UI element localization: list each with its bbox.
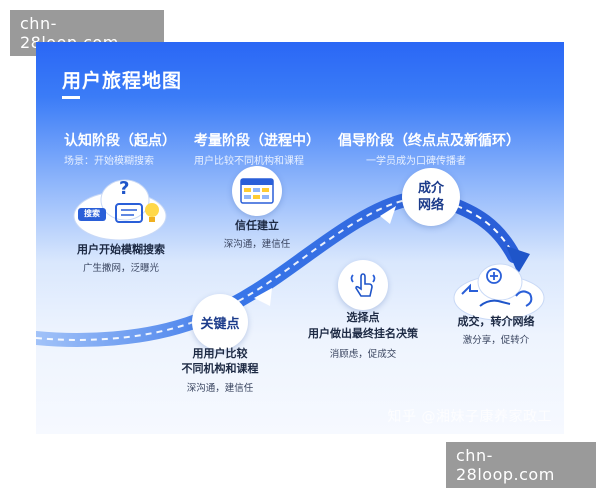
stage-heading-consideration: 考量阶段（进程中） — [194, 133, 320, 149]
journey-map-panel: 用户旅程地图 认知阶段（起点） 场景：开始模糊搜索 考量阶段（进程中） 用户比较… — [36, 42, 564, 434]
key-point-label: 关键点 — [200, 316, 240, 332]
stage-heading-awareness: 认知阶段（起点） — [64, 133, 176, 149]
trust-sub: 深沟通，建信任 — [223, 239, 291, 250]
key-point-circle: 关键点 — [192, 294, 248, 350]
credit-watermark: 知乎 @湘妹子康养家政工 — [387, 409, 552, 425]
choice-decision: 用户做出最终挂名决策 — [308, 327, 418, 340]
search-cloud-icon: 搜索 ? — [70, 176, 170, 244]
stage-heading-advocacy: 倡导阶段（终点点及新循环） — [338, 133, 520, 149]
network-line-2: 网络 — [417, 198, 444, 213]
title-underline — [62, 96, 80, 99]
schedule-table-icon — [232, 166, 282, 216]
search-badge: 搜索 — [84, 209, 100, 218]
key-main-2: 不同机构和课程 — [181, 362, 259, 375]
deal-label: 成交，转介网络 — [457, 315, 535, 328]
choice-sub: 消顾虑，促成交 — [329, 349, 397, 360]
search-label: 用户开始模糊搜索 — [77, 243, 165, 256]
tap-hand-icon — [338, 260, 388, 310]
deal-cloud-icon — [450, 258, 548, 324]
stage-sub-advocacy: 一学员成为口碑传播者 — [366, 156, 466, 167]
deal-sub: 激分享，促转介 — [462, 335, 530, 346]
referral-network-circle: 成介 网络 — [402, 168, 460, 226]
trust-label: 信任建立 — [235, 219, 279, 232]
choice-label: 选择点 — [346, 311, 380, 324]
page-title: 用户旅程地图 — [62, 70, 183, 92]
stage-sub-consideration: 用户比较不同机构和课程 — [194, 156, 304, 167]
network-line-1: 成介 — [417, 181, 444, 196]
search-sub: 广生撒网，泛曝光 — [82, 263, 159, 274]
stage-sub-awareness: 场景：开始模糊搜索 — [64, 156, 154, 167]
key-main-1: 用用户比较 — [192, 347, 248, 360]
question-mark-icon: ? — [119, 178, 130, 199]
watermark-bottom: chn-28loop.com — [446, 442, 596, 488]
key-sub: 深沟通，建信任 — [186, 383, 254, 394]
